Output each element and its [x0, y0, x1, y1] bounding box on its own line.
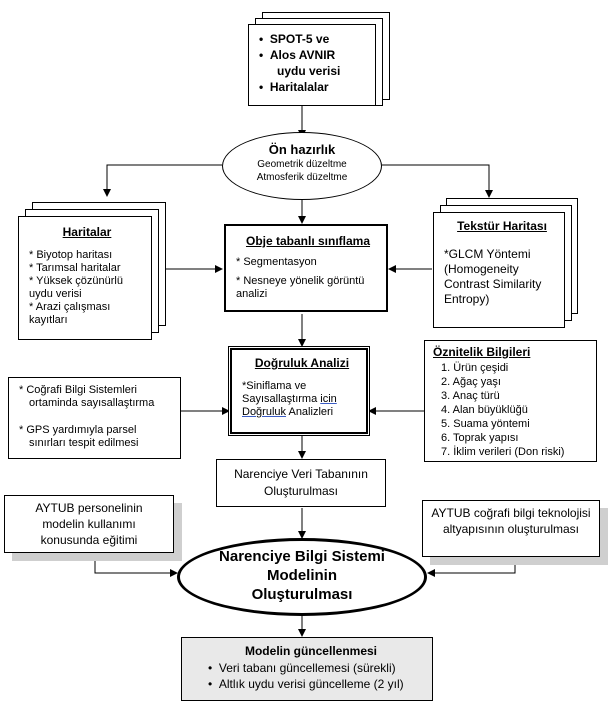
object-class-item: Segmentasyon [236, 256, 380, 269]
gis-note-item: Coğrafi Bilgi Sistemleri ortaminda sayıs… [19, 384, 176, 410]
maps-item: Arazi çalışması kayıtları [29, 301, 145, 327]
preprocess-line: Atmosferik düzeltme [256, 172, 348, 183]
database-box: Narenciye Veri Tabanının Oluşturulması [216, 459, 386, 507]
arrow-training-to-model [94, 553, 178, 577]
database-text: Narenciye Veri Tabanının Oluşturulması [234, 467, 368, 498]
attribute-item: 4. Alan büyüklüğü [441, 404, 528, 416]
maps-item: Yüksek çözünürlü uydu verisi [29, 275, 145, 301]
object-class-item: Nesneye yönelik görüntü analizi [236, 275, 380, 301]
accuracy-box: Doğruluk Analizi *Siniflama ve Sayısalla… [230, 348, 368, 434]
attribute-item: 2. Ağaç yaşı [441, 376, 501, 388]
update-title: Modelin güncellenmesi [244, 644, 378, 658]
attribute-item: 7. İklim verileri (Don riski) [441, 446, 565, 458]
attribute-item: 6. Toprak yapısı [441, 432, 519, 444]
preprocess-ellipse: Ön hazırlık Geometrik düzeltme Atmosferi… [222, 132, 382, 200]
source-item: Haritalalar [259, 79, 375, 95]
attributes-title: Öznitelik Bilgileri [433, 345, 531, 359]
attributes-box: Öznitelik Bilgileri 1. Ürün çeşidi 2. Ağ… [424, 340, 597, 462]
training-text: AYTUB personelinin modelin kullanımı kon… [35, 501, 143, 547]
sources-box: SPOT-5 ve Alos AVNIR uydu verisi Harital… [248, 24, 376, 106]
model-ellipse: Narenciye Bilgi Sistemi Modelinin Oluştu… [177, 538, 427, 616]
maps-item: Tarımsal haritalar [29, 262, 145, 275]
maps-item: Biyotop haritası [29, 249, 145, 262]
attribute-item: 3. Anaç türü [441, 390, 500, 402]
texture-title: Tekstür Haritası [457, 219, 547, 233]
model-line: Narenciye Bilgi Sistemi [219, 548, 385, 565]
update-box: Modelin güncellenmesi Veri tabanı güncel… [181, 637, 433, 701]
texture-box: Tekstür Haritası *GLCM Yöntemi (Homogene… [433, 212, 565, 328]
source-item: SPOT-5 ve [259, 31, 375, 47]
preprocess-title: Ön hazırlık [268, 142, 336, 157]
update-item: Altlık uydu verisi güncelleme (2 yıl) [208, 676, 428, 692]
training-box: AYTUB personelinin modelin kullanımı kon… [4, 495, 174, 553]
attribute-item: 5. Suama yöntemi [441, 418, 530, 430]
object-class-title: Obje tabanlı sınıflama [245, 234, 371, 248]
maps-box: Haritalar Biyotop haritası Tarımsal hari… [18, 216, 152, 340]
preprocess-line: Geometrik düzeltme [257, 159, 347, 170]
maps-title: Haritalar [62, 225, 112, 239]
source-item: Alos AVNIR [259, 47, 375, 63]
source-item: uydu verisi [277, 64, 341, 78]
model-line: Oluşturulması [251, 586, 353, 603]
gis-note-item: GPS yardımıyla parsel sınırları tespit e… [19, 424, 176, 450]
gis-notes-box: Coğrafi Bilgi Sistemleri ortaminda sayıs… [8, 377, 181, 459]
arrow-preprocess-to-maps [103, 164, 222, 197]
accuracy-title: Doğruluk Analizi [254, 356, 350, 370]
object-class-box: Obje tabanlı sınıflama Segmentasyon Nesn… [224, 224, 388, 312]
update-item: Veri tabanı güncellemesi (sürekli) [208, 660, 428, 676]
accuracy-body: *Siniflama ve Sayısallaştırma icin Doğru… [242, 380, 337, 418]
infrastructure-text: AYTUB coğrafi bilgi teknolojisi altyapıs… [431, 506, 591, 536]
attribute-item: 1. Ürün çeşidi [441, 362, 509, 374]
arrow-infrastructure-to-model [427, 557, 516, 577]
texture-body: *GLCM Yöntemi (Homogeneity Contrast Simi… [444, 247, 542, 306]
infrastructure-box: AYTUB coğrafi bilgi teknolojisi altyapıs… [422, 500, 600, 557]
arrow-preprocess-to-texture [382, 164, 493, 198]
model-line: Modelinin [267, 567, 337, 584]
